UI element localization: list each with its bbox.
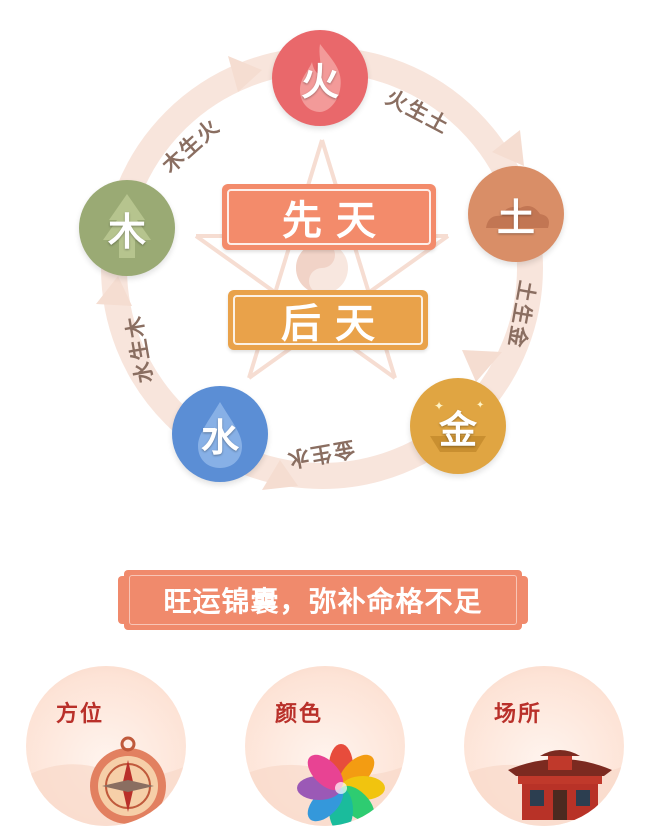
ring-arrow	[262, 460, 298, 490]
card-title-color: 颜色	[275, 701, 324, 727]
card-title-place: 场所	[494, 701, 543, 727]
temple-icon	[464, 750, 624, 826]
fire-element[interactable]: 火	[272, 30, 368, 126]
card-title-direction: 方位	[56, 701, 105, 727]
innate-label: 先天	[282, 197, 390, 244]
color-petals-icon	[245, 744, 405, 826]
acquired-button[interactable]: 后天	[228, 290, 428, 350]
svg-text:✦: ✦	[434, 399, 444, 413]
earth-label: 土	[496, 194, 535, 240]
fire-label: 火	[300, 58, 339, 104]
acquired-label: 后天	[281, 300, 389, 347]
tree-icon	[103, 194, 151, 258]
ring-arrow	[492, 130, 524, 166]
card-direction[interactable]: 方位	[26, 666, 186, 826]
metal-element[interactable]: ✦ ✦ 金	[410, 378, 506, 474]
water-element[interactable]: 水	[172, 386, 268, 482]
five-elements-diagram: 火 土 ✦ ✦ 金 水 木 火生土 土生金 金生水 水生木 木生火 先天	[79, 30, 564, 490]
innate-button[interactable]: 先天	[222, 184, 436, 250]
banner-text: 旺运锦囊，弥补命格不足	[163, 585, 483, 618]
ring-arrow	[462, 350, 502, 382]
card-place[interactable]: 场所	[464, 666, 624, 826]
lucky-tips-banner: 旺运锦囊，弥补命格不足	[118, 570, 528, 630]
gold-ingot-icon: ✦ ✦	[430, 399, 486, 452]
flame-icon	[300, 44, 341, 112]
earth-element[interactable]: 土	[468, 166, 564, 262]
card-color[interactable]: 颜色	[245, 666, 405, 826]
water-drop-icon	[198, 402, 242, 468]
compass-icon	[26, 736, 186, 826]
ring-arrow	[96, 276, 132, 306]
cloud-icon	[486, 206, 549, 228]
svg-text:✦: ✦	[476, 400, 484, 411]
wood-label: 木	[107, 208, 146, 254]
metal-label: 金	[438, 406, 477, 452]
wood-element[interactable]: 木	[79, 180, 175, 276]
water-label: 水	[200, 414, 239, 460]
ring-arrow	[228, 56, 262, 92]
